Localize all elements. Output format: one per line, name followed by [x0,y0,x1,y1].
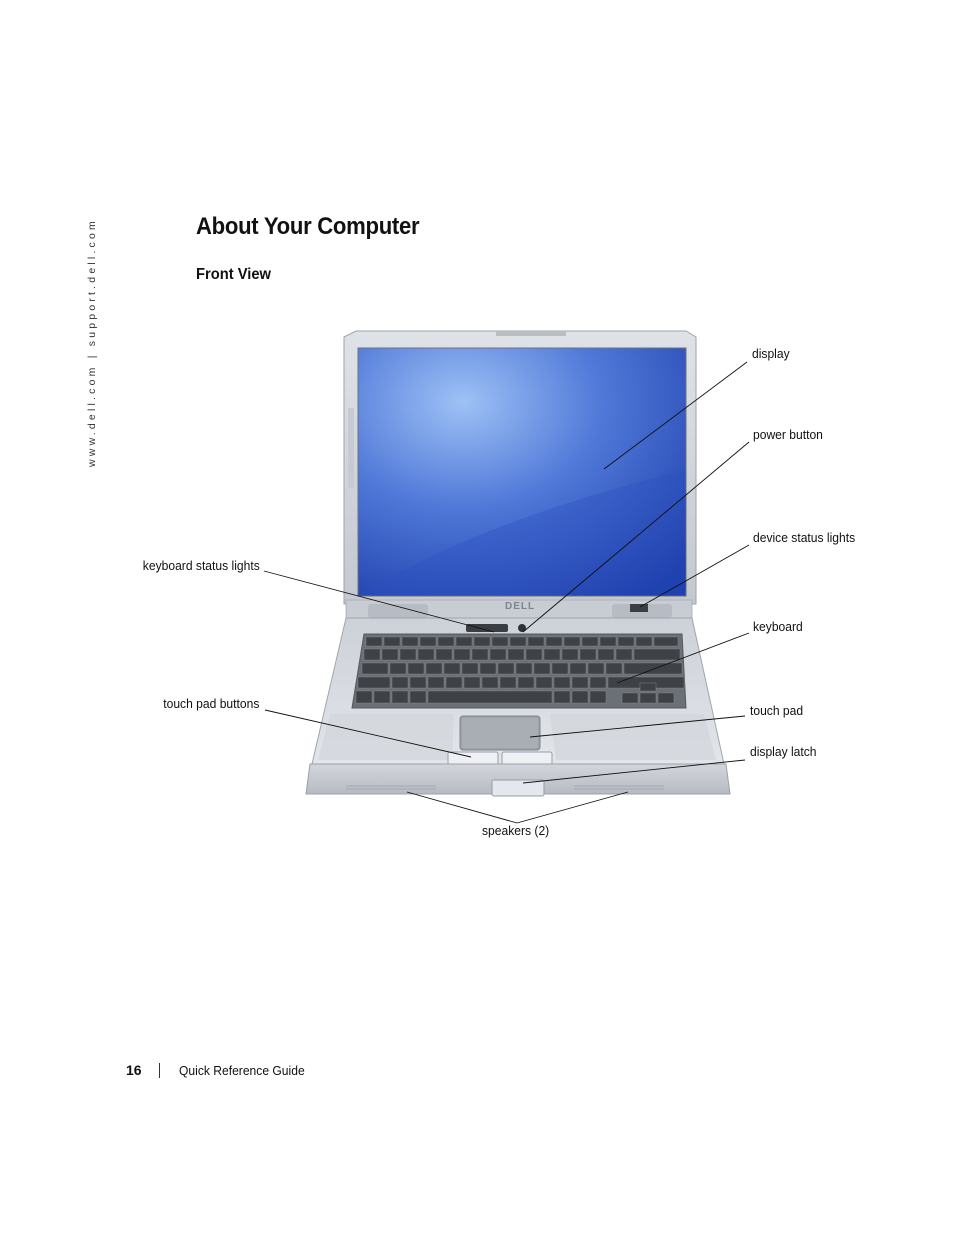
device-status-lights-led [630,604,648,612]
keyboard [351,633,687,709]
leader-lines [263,361,750,824]
callout-display-latch: display latch [750,744,817,759]
keyboard-status-lights-bar [466,624,508,632]
callout-keyboard: keyboard [753,619,803,634]
dell-logo: DELL [505,601,535,612]
display-latch [491,779,545,797]
callout-touch-pad-buttons: touch pad buttons [162,696,259,711]
callout-touch-pad: touch pad [750,703,804,718]
section-title: Front View [196,266,271,283]
footer-divider [159,1063,160,1078]
callout-device-status-lights: device status lights [753,530,856,545]
callout-speakers: speakers (2) [482,823,550,838]
callout-keyboard-status-lights: keyboard status lights [143,558,260,573]
speaker-grilles [346,785,664,790]
callout-display: display [752,346,790,361]
footer-guide-title: Quick Reference Guide [179,1063,305,1078]
page-title: About Your Computer [196,213,420,240]
display [357,347,687,597]
callout-power-button: power button [753,427,823,442]
page-number: 16 [126,1062,142,1078]
